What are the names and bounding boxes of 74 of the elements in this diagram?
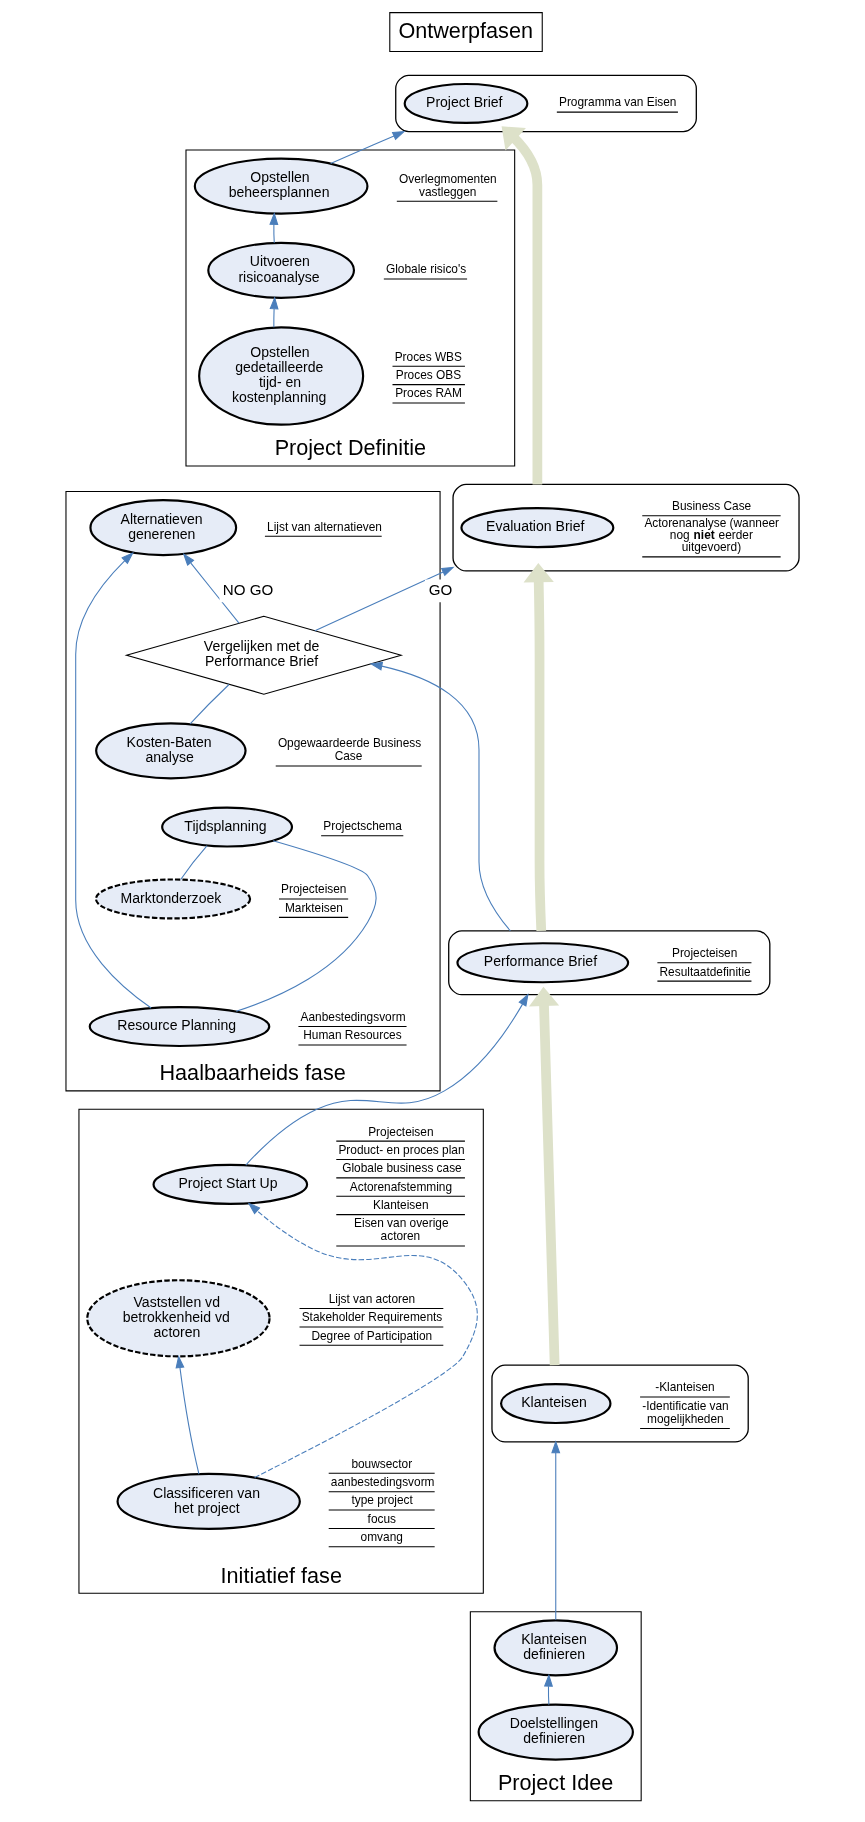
node-label: Programma van Eisen — [559, 95, 677, 110]
node-label: type project — [351, 1493, 413, 1508]
arrow — [551, 1440, 561, 1621]
node-ellipse: Classificeren van het project — [116, 1472, 301, 1530]
arrow — [501, 126, 543, 485]
node-label: Markteisen — [284, 900, 343, 915]
node-label: Business Case — [671, 499, 752, 514]
node-label: focus — [367, 1511, 397, 1526]
node-label: Proces RAM — [395, 386, 462, 401]
node-label: aanbestedingsvorm — [330, 1475, 435, 1490]
node-ellipse: Opstellen beheersplannen — [193, 157, 369, 215]
node-ellipse: Resource Planning — [88, 1006, 271, 1048]
arrow — [543, 1673, 553, 1706]
node-label: Projectschema — [323, 819, 402, 834]
arrow — [369, 661, 511, 932]
node-label: bouwsector — [351, 1456, 413, 1471]
connector — [189, 683, 230, 725]
node-ellipse: Evaluation Brief — [460, 507, 615, 549]
node-label: Globale business case — [342, 1161, 462, 1176]
arrow — [175, 1355, 200, 1475]
arrow — [330, 130, 406, 164]
node-ellipse: Klanteisen — [500, 1383, 612, 1425]
node-label: omvang — [360, 1530, 403, 1545]
node-label: Actorenanalyse (wanneer nog niet eerder uitgevoerd) — [644, 516, 780, 555]
node-ellipse: Klanteisen definieren — [493, 1619, 619, 1677]
cluster — [491, 1364, 749, 1443]
node-box: Ontwerpfasen — [389, 12, 543, 53]
cluster — [452, 483, 800, 572]
node-ellipse: Alternatieven generenen — [89, 499, 238, 557]
node-label: Aanbestedingsvorm — [300, 1009, 406, 1024]
node-ellipse: Doelstellingen definieren — [477, 1703, 634, 1761]
node-label: Proces WBS — [394, 349, 462, 364]
node-label: Globale risico's — [386, 262, 467, 277]
node-ellipse: Kosten-Baten analyse — [95, 722, 247, 780]
node-label: Projecteisen — [281, 882, 347, 897]
arrow — [247, 1202, 478, 1479]
node-ellipse: Vaststellen vd betrokkenheid vd actoren — [86, 1279, 271, 1358]
connector — [180, 845, 208, 881]
arrow — [269, 296, 279, 328]
arrow — [75, 552, 152, 1009]
node-label: Projecteisen — [368, 1124, 434, 1139]
node-ellipse: Performance Brief — [456, 942, 630, 984]
node-label: Product- en proces plan — [338, 1142, 465, 1157]
edge-label: NO GO — [222, 581, 274, 599]
node-label: Proces OBS — [395, 368, 462, 383]
arrow — [528, 986, 560, 1366]
arrow — [523, 563, 554, 932]
node-ellipse: Marktonderzoek — [94, 878, 252, 920]
node-label: Lijst van actoren — [328, 1291, 416, 1306]
node-label: -Klanteisen — [655, 1380, 715, 1395]
arrow — [182, 553, 240, 624]
node-label: Overlegmomenten vastleggen — [398, 171, 497, 199]
node-label: Projecteisen — [671, 946, 738, 961]
node-ellipse: Tijdsplanning — [161, 806, 294, 848]
connector — [235, 840, 377, 1012]
node-label: Actorenafstemming — [349, 1179, 453, 1194]
node-ellipse: Opstellen gedetailleerde tijd- en kostenplanning — [198, 326, 365, 426]
cluster — [448, 930, 771, 996]
node-label: Human Resources — [303, 1028, 402, 1043]
node-label: -Identificatie van mogelijkheden — [642, 1398, 729, 1426]
node-ellipse: Uitvoeren risicoanalyse — [207, 241, 356, 299]
arrow — [269, 211, 279, 244]
node-label: Degree of Participation — [311, 1328, 433, 1343]
node-label: Resultaatdefinitie — [659, 964, 751, 979]
node-label: Stakeholder Requirements — [301, 1310, 443, 1325]
node-ellipse: Project Start Up — [152, 1163, 309, 1205]
node-label: Lijst van alternatieven — [267, 519, 382, 534]
arrow — [245, 993, 529, 1166]
cluster — [395, 74, 697, 133]
node-label: Opgewaardeerde Business Case — [277, 736, 422, 764]
node-diamond: Vergelijken met de Performance Brief — [124, 615, 404, 695]
node-ellipse: Project Brief — [403, 82, 529, 124]
node-label: Klanteisen — [373, 1198, 429, 1213]
node-label: Eisen van overige actoren — [354, 1216, 449, 1244]
